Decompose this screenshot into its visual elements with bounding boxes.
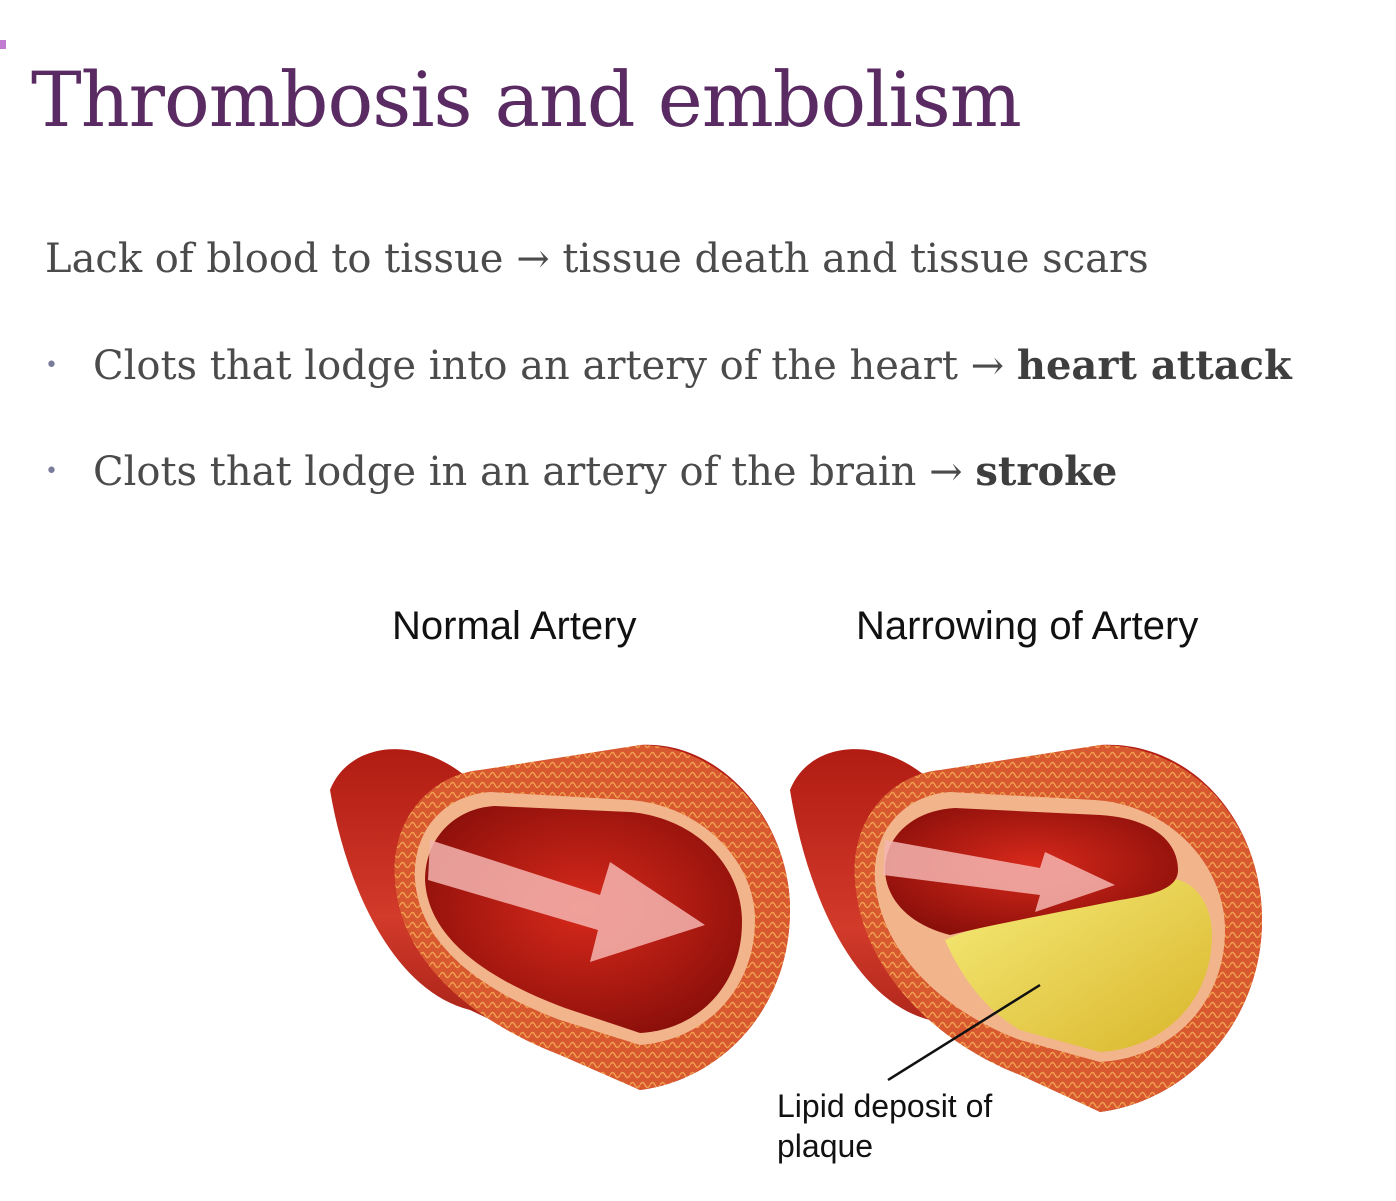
bullet-emphasis: stroke bbox=[975, 448, 1118, 495]
lead-sentence: Lack of blood to tissue → tissue death a… bbox=[45, 236, 1149, 282]
normal-artery-drawing bbox=[330, 744, 790, 1090]
narrowing-artery-label: Narrowing of Artery bbox=[856, 604, 1199, 648]
bullet-heart-attack: • Clots that lodge into an artery of the … bbox=[45, 342, 1292, 389]
narrowed-artery-drawing bbox=[790, 744, 1262, 1112]
bullet-text: Clots that lodge into an artery of the h… bbox=[93, 343, 1017, 389]
bullet-text: Clots that lodge in an artery of the bra… bbox=[93, 449, 976, 495]
bullet-emphasis: heart attack bbox=[1016, 342, 1292, 389]
slide-title: Thrombosis and embolism bbox=[31, 55, 1022, 144]
bullet-stroke: • Clots that lodge in an artery of the br… bbox=[45, 448, 1117, 495]
plaque-deposit bbox=[945, 878, 1212, 1052]
plaque-callout: Lipid deposit of plaque bbox=[777, 1088, 993, 1164]
flow-arrow-icon bbox=[428, 840, 705, 962]
bullet-marker: • bbox=[45, 458, 58, 484]
callout-leader-line bbox=[887, 983, 1041, 1082]
normal-artery-label: Normal Artery bbox=[392, 604, 637, 648]
bullet-marker: • bbox=[45, 352, 58, 378]
narrowed-flow-arrow-icon bbox=[883, 840, 1115, 912]
slide-corner-mark bbox=[0, 40, 6, 49]
